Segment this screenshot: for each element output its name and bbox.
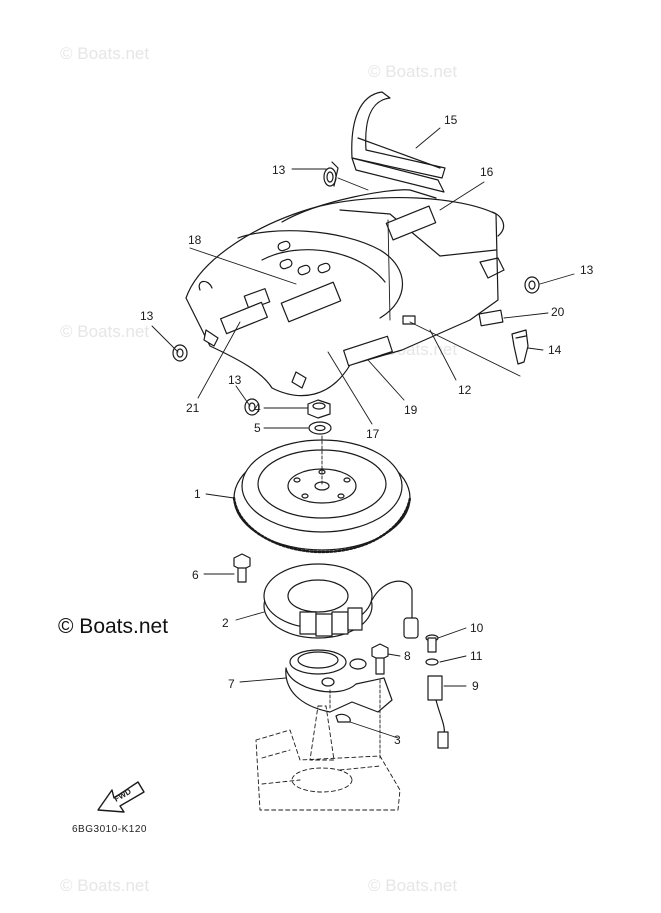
watermark: © Boats.net (60, 322, 150, 341)
part-8-bolt (371, 643, 389, 675)
callout-8: 8 (404, 649, 411, 663)
part-3-key (335, 713, 351, 723)
flywheel-cover (185, 189, 505, 397)
callout-13: 13 (140, 309, 154, 323)
watermark: © Boats.net (60, 876, 150, 895)
callout-11: 11 (470, 649, 483, 663)
part-10-screw (425, 634, 439, 653)
watermark: © Boats.net (368, 876, 458, 895)
callout-7: 7 (228, 677, 235, 691)
part-5-washer (308, 421, 332, 435)
callout-4: 4 (254, 401, 261, 415)
part-11-washer (425, 658, 439, 666)
callout-10: 10 (470, 621, 484, 635)
part-15-hose (351, 91, 446, 193)
part-14-clip (511, 329, 529, 365)
engine-block (255, 705, 401, 811)
callout-1: 1 (194, 487, 201, 501)
callout-9: 9 (472, 679, 479, 693)
part-9-sensor (427, 675, 449, 749)
part-13-grommet (172, 344, 188, 362)
part-1-flywheel (232, 439, 412, 554)
part-13-grommet (524, 276, 540, 294)
callout-14: 14 (548, 343, 562, 357)
callout-6: 6 (192, 568, 199, 582)
part-13-grommet (323, 161, 339, 187)
callout-12: 12 (458, 383, 472, 397)
callout-5: 5 (254, 421, 261, 435)
part-13-grommet (244, 398, 260, 416)
callout-17: 17 (366, 427, 380, 441)
leader-lines (151, 127, 575, 761)
callout-15: 15 (444, 113, 458, 127)
part-2-stator (263, 563, 419, 639)
callout-3: 3 (394, 733, 401, 747)
part-7-base-plate (285, 649, 393, 713)
fwd-arrow-icon: FWD (97, 781, 145, 813)
diagram-code: 6BG3010-K120 (72, 824, 147, 835)
watermark: © Boats.net (60, 44, 150, 63)
callout-13: 13 (580, 263, 594, 277)
callout-16: 16 (480, 165, 494, 179)
callout-21: 21 (186, 401, 200, 415)
callout-20: 20 (551, 305, 565, 319)
callout-13: 13 (272, 163, 286, 177)
callout-18: 18 (188, 233, 202, 247)
watermark: © Boats.net (368, 62, 458, 81)
part-6-bolt (233, 553, 251, 583)
callout-19: 19 (404, 403, 418, 417)
callout-13: 13 (228, 373, 242, 387)
callout-2: 2 (222, 616, 229, 630)
credit-text: © Boats.net (58, 615, 169, 638)
part-4-nut (307, 399, 331, 419)
